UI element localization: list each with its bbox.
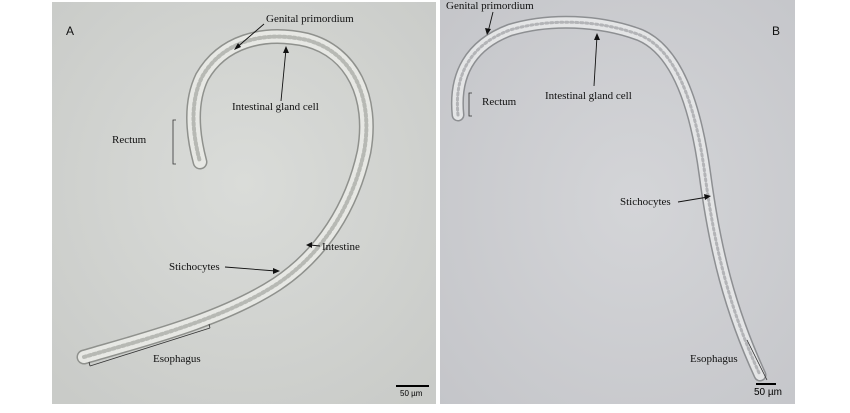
- label-intestinal-gland-cell: Intestinal gland cell: [232, 101, 319, 113]
- scale-bar-label: 50 µm: [754, 387, 782, 398]
- label-stichocytes: Stichocytes: [169, 261, 220, 273]
- nematode-a-illustration: [52, 2, 436, 404]
- panel-b: B Genital primordium Rectum Intestinal g…: [440, 0, 795, 404]
- panel-a: A Genital primordium Intestinal gland ce…: [52, 2, 436, 404]
- label-intestinal-gland-cell: Intestinal gland cell: [545, 90, 632, 102]
- panel-b-letter: B: [772, 24, 781, 38]
- label-rectum: Rectum: [112, 134, 147, 146]
- label-intestine: Intestine: [322, 241, 360, 253]
- label-rectum: Rectum: [482, 96, 517, 108]
- label-genital-primordium: Genital primordium: [446, 0, 534, 12]
- label-esophagus: Esophagus: [690, 353, 738, 365]
- scale-bar-label: 50 µm: [400, 389, 423, 398]
- label-stichocytes: Stichocytes: [620, 196, 671, 208]
- label-esophagus: Esophagus: [153, 353, 201, 365]
- panel-a-letter: A: [66, 24, 75, 38]
- nematode-b-illustration: [440, 0, 795, 404]
- label-genital-primordium: Genital primordium: [266, 13, 354, 25]
